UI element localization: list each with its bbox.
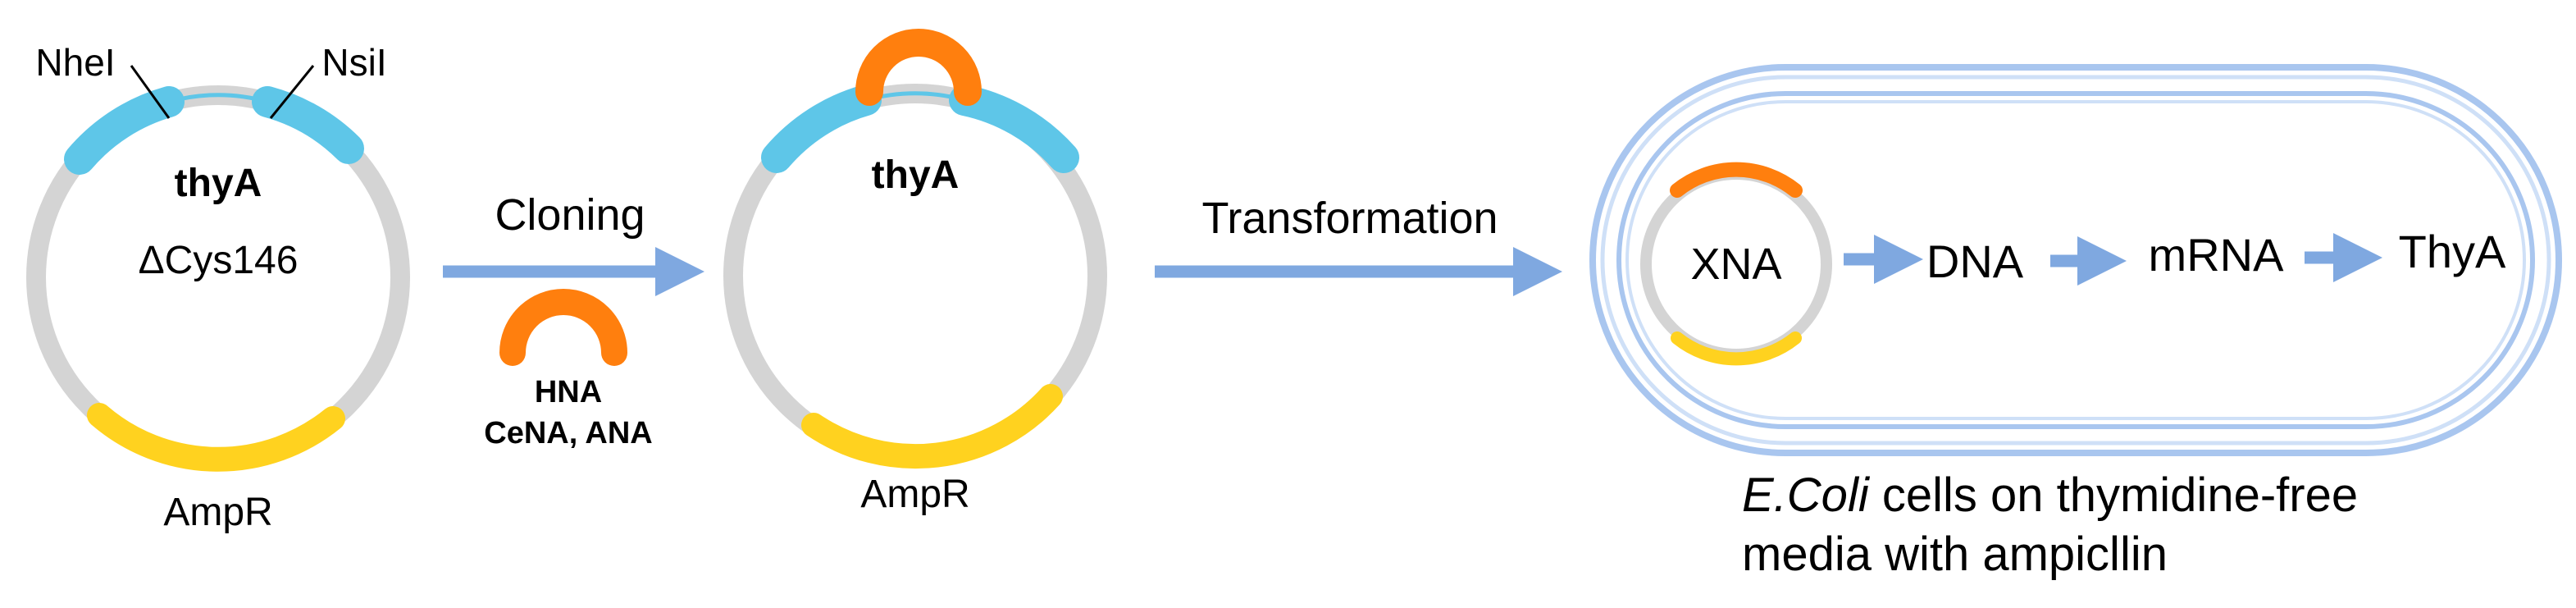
cell-caption-line-1: E.Coli cells on thymidine-free (1742, 466, 2546, 525)
plasmid-2-xna-insert (855, 29, 982, 106)
plasmid-2-thyA-segment-right (949, 85, 1079, 173)
caption-species: E.Coli (1742, 469, 1869, 522)
plasmid-2-marker-label: AmpR (860, 473, 969, 516)
cell-plasmid-ampR-segment (1671, 331, 1802, 366)
thya-protein-label: ThyA (2399, 226, 2506, 277)
cloning-step: Cloning HNA CeNA, ANA (443, 190, 704, 450)
cloning-label: Cloning (495, 190, 645, 240)
nhei-site-label: NheI (35, 41, 115, 84)
insert-type-line-1: HNA (535, 375, 602, 409)
plasmid-2-ampR-segment (801, 384, 1063, 469)
cell-inner-membrane (1616, 91, 2535, 429)
cell-plasmid-xna-insert (1670, 162, 1803, 198)
insert-type-line-2: CeNA, ANA (484, 416, 653, 450)
cell-outer-membrane-inner-edge (1600, 75, 2551, 446)
free-xna-insert (499, 289, 627, 366)
nsii-leader-line (269, 65, 315, 119)
plasmid-1-gene-label: thyA (175, 162, 262, 205)
transformation-label: Transformation (1201, 194, 1498, 243)
plasmid-1-thyA-segment-right (252, 86, 364, 164)
plasmid-2-thyA-segment-left (761, 85, 882, 173)
nsii-site-label: NsiI (321, 41, 386, 84)
dna-label: DNA (1926, 235, 2024, 287)
plasmid-1-thyA-segment-left (64, 86, 185, 175)
cell-caption-line-2: media with ampicllin (1742, 528, 2168, 581)
cell-caption: E.Coli cells on thymidine-free media wit… (1742, 466, 2546, 584)
plasmid-1-ampR-segment (87, 403, 345, 472)
cell-inner-membrane-inner-edge (1625, 100, 2526, 420)
nhei-leader-line (130, 65, 171, 119)
caption-line-1-rest: cells on thymidine-free (1868, 469, 2359, 522)
xna-label: XNA (1690, 240, 1781, 289)
plasmid-1: NheI NsiI thyA ΔCys146 AmpR (26, 41, 410, 534)
transformation-step: Transformation (1155, 194, 1562, 296)
cell-outer-membrane (1589, 64, 2562, 456)
ecoli-cell: XNA DNA mRNA ThyA (1589, 64, 2562, 456)
plasmid-2: thyA AmpR (723, 29, 1107, 516)
plasmid-1-mutation-label: ΔCys146 (139, 239, 299, 282)
plasmid-1-marker-label: AmpR (163, 491, 272, 534)
mrna-label: mRNA (2149, 229, 2285, 281)
plasmid-2-gene-label: thyA (872, 153, 960, 197)
